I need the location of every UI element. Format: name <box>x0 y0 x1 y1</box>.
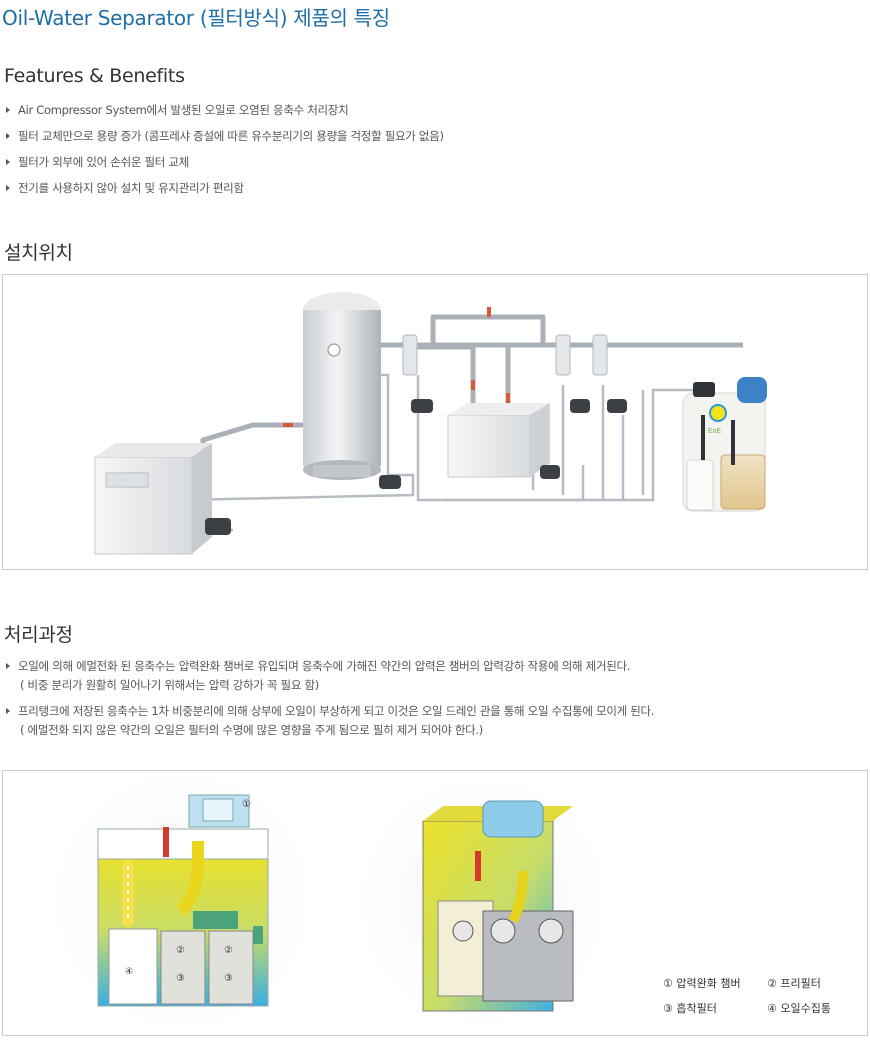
brand-badge: EnE <box>708 428 722 435</box>
install-diagram: EnE <box>2 274 868 570</box>
features-heading: Features & Benefits <box>4 65 185 87</box>
process-diagram: ① ② ② ③ ③ ④ ① 압력완화 챔버 ② 프리필터 ③ 흡착필터 ④ 오일… <box>2 770 868 1036</box>
bullet-arrow-icon <box>6 107 10 113</box>
process-illustration: ① ② ② ③ ③ ④ <box>53 771 608 1031</box>
list-item: 필터 교체만으로 용량 증가 (콤프레샤 증설에 따른 유수분리기의 용량을 걱… <box>4 129 444 155</box>
process-text: 오일에 의해 에멀전화 된 응축수는 압력완화 챔버로 유입되며 응축수에 가해… <box>18 659 631 673</box>
diagram-mark: ② <box>176 945 185 956</box>
installation-illustration: EnE <box>94 292 767 555</box>
list-item: Air Compressor System에서 발생된 오일로 오염된 응축수 … <box>4 103 444 129</box>
legend-item: ③ 흡착필터 <box>663 1002 717 1015</box>
process-heading: 처리과정 <box>4 624 73 646</box>
bullet-arrow-icon <box>6 159 10 165</box>
diagram-mark: ③ <box>224 973 233 984</box>
bullet-arrow-icon <box>6 663 10 669</box>
install-heading: 설치위치 <box>4 242 73 264</box>
feature-text: 필터 교체만으로 용량 증가 (콤프레샤 증설에 따른 유수분리기의 용량을 걱… <box>18 129 444 143</box>
legend-item: ④ 오일수집통 <box>767 1002 831 1015</box>
diagram-mark: ③ <box>176 973 185 984</box>
feature-text: 필터가 외부에 있어 손쉬운 필터 교체 <box>18 155 189 169</box>
diagram-mark: ④ <box>125 967 133 977</box>
bullet-arrow-icon <box>6 133 10 139</box>
feature-text: 전기를 사용하지 않아 설치 및 유지관리가 편리함 <box>18 181 244 195</box>
process-note: ( 에멀전화 되지 않은 약간의 오일은 필터의 수명에 많은 영향을 주게 됨… <box>20 723 483 737</box>
feature-text: Air Compressor System에서 발생된 오일로 오염된 응축수 … <box>18 103 349 117</box>
bullet-arrow-icon <box>6 708 10 714</box>
list-item: 전기를 사용하지 않아 설치 및 유지관리가 편리함 <box>4 181 444 207</box>
diagram-mark: ② <box>224 945 233 956</box>
diagram-mark: ① <box>242 799 251 810</box>
features-list: Air Compressor System에서 발생된 오일로 오염된 응축수 … <box>4 103 444 207</box>
process-list: 오일에 의해 에멀전화 된 응축수는 압력완화 챔버로 유입되며 응축수에 가해… <box>4 657 654 747</box>
page-title: Oil-Water Separator (필터방식) 제품의 특징 <box>2 6 390 30</box>
process-text: 프리탱크에 저장된 응축수는 1차 비중분리에 의해 상부에 오일이 부상하게 … <box>18 704 655 718</box>
list-item: 필터가 외부에 있어 손쉬운 필터 교체 <box>4 155 444 181</box>
legend-item: ① 압력완화 챔버 <box>663 977 741 990</box>
bullet-arrow-icon <box>6 185 10 191</box>
list-item: 오일에 의해 에멀전화 된 응축수는 압력완화 챔버로 유입되며 응축수에 가해… <box>4 657 654 695</box>
legend-item: ② 프리필터 <box>767 977 821 990</box>
list-item: 프리탱크에 저장된 응축수는 1차 비중분리에 의해 상부에 오일이 부상하게 … <box>4 702 654 740</box>
process-note: ( 비중 분리가 원활히 일어나기 위해서는 압력 강하가 꼭 필요 함) <box>20 678 319 692</box>
